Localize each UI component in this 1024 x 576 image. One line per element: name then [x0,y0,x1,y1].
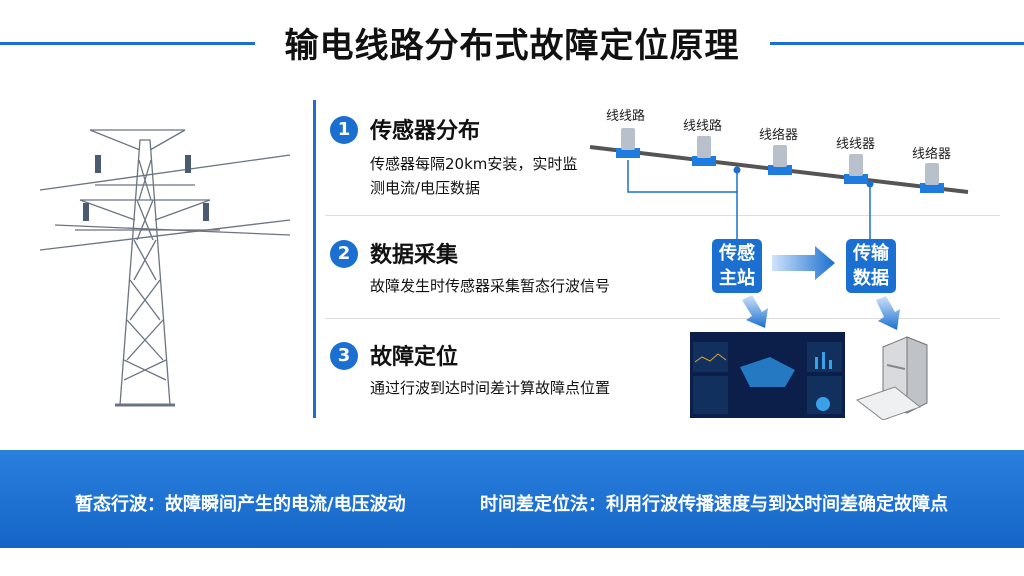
step-description: 传感器每隔20km安装，实时监测电流/电压数据 [370,155,578,197]
monitoring-dashboard-image [690,332,845,418]
arrow-down-icon [742,295,768,328]
sensor-label: 线线路 [606,109,646,124]
sensor-label: 线线路 [683,119,723,134]
footer-time-difference-note: 时间差定位法：利用行波传播速度与到达时间差确定故障点 [480,494,948,515]
arrow-right-icon [772,246,835,280]
step-description: 故障发生时传感器采集暂态行波信号 [370,277,611,295]
title-line-right [770,42,1024,45]
computer-icon [855,336,928,420]
row-divider [325,318,1000,319]
row-divider [325,215,1000,216]
section-divider [313,100,316,418]
step-number: 3 [330,342,358,370]
page-title: 输电线路分布式故障定位原理 [284,26,740,66]
sensor-label: 线络器 [912,147,952,162]
arrow-down-icon [876,296,900,330]
title-line-left [0,42,255,45]
footer-transient-wave-note: 暂态行波：故障瞬间产生的电流/电压波动 [75,494,406,515]
step-title: 数据采集 [370,243,459,268]
sensor-master-station-box: 传感 主站 [712,239,762,293]
sensor-devices [616,128,944,193]
transmission-tower-illustration [39,129,291,407]
transmit-data-box: 传输 数据 [846,239,896,293]
power-line-with-sensors [589,128,969,330]
sensor-label: 线络器 [759,128,799,143]
step-description: 通过行波到达时间差计算故障点位置 [370,379,611,397]
step-number: 2 [330,240,358,268]
footer-band [0,450,1024,548]
step-number: 1 [330,116,358,144]
sensor-label: 线线器 [836,137,876,152]
step-title: 传感器分布 [370,119,481,144]
step-title: 故障定位 [370,345,459,370]
